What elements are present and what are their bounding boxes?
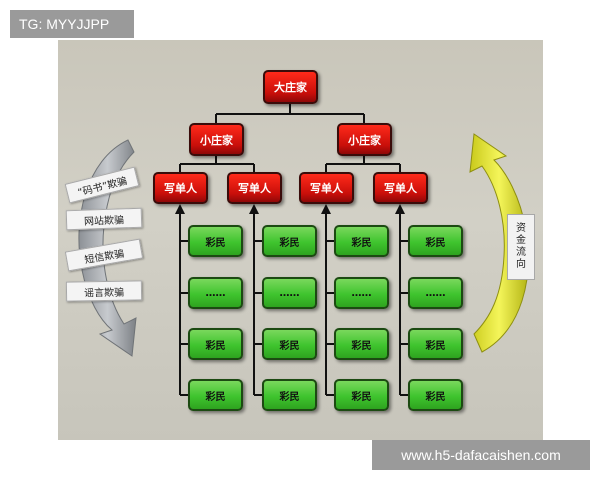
player-node: 彩民 [188, 225, 243, 257]
writer-node-4: 写单人 [373, 172, 428, 204]
player-node: 彩民 [408, 379, 463, 411]
money-flow-label: 资 金 流 向 [507, 214, 535, 280]
player-node-ellipsis: …… [408, 277, 463, 309]
fraud-label-rumor: 谣言欺骗 [65, 280, 143, 302]
sub-boss-node-left: 小庄家 [189, 123, 244, 156]
player-node-ellipsis: …… [188, 277, 243, 309]
player-node: 彩民 [262, 225, 317, 257]
player-node: 彩民 [334, 225, 389, 257]
player-node: 彩民 [188, 379, 243, 411]
player-node: 彩民 [262, 328, 317, 360]
fraud-label-website: 网站欺骗 [65, 207, 143, 231]
watermark-top-left: TG: MYYJJPP [10, 10, 134, 38]
player-node: 彩民 [262, 379, 317, 411]
player-node: 彩民 [408, 328, 463, 360]
writer-node-3: 写单人 [299, 172, 354, 204]
writer-node-2: 写单人 [227, 172, 282, 204]
money-flow-char: 资 [516, 223, 526, 234]
right-curved-arrow [469, 133, 529, 353]
player-node: 彩民 [334, 328, 389, 360]
money-flow-char: 向 [516, 259, 526, 270]
connector-lines [179, 104, 408, 396]
watermark-bottom-right: www.h5-dafacaishen.com [372, 440, 590, 470]
player-node: 彩民 [408, 225, 463, 257]
money-flow-char: 流 [516, 247, 526, 258]
player-node-ellipsis: …… [334, 277, 389, 309]
sub-boss-node-right: 小庄家 [337, 123, 392, 156]
player-node: 彩民 [188, 328, 243, 360]
money-flow-char: 金 [516, 235, 526, 246]
player-node: 彩民 [334, 379, 389, 411]
up-arrowheads [175, 204, 405, 214]
player-node-ellipsis: …… [262, 277, 317, 309]
writer-node-1: 写单人 [153, 172, 208, 204]
top-boss-node: 大庄家 [263, 70, 318, 104]
